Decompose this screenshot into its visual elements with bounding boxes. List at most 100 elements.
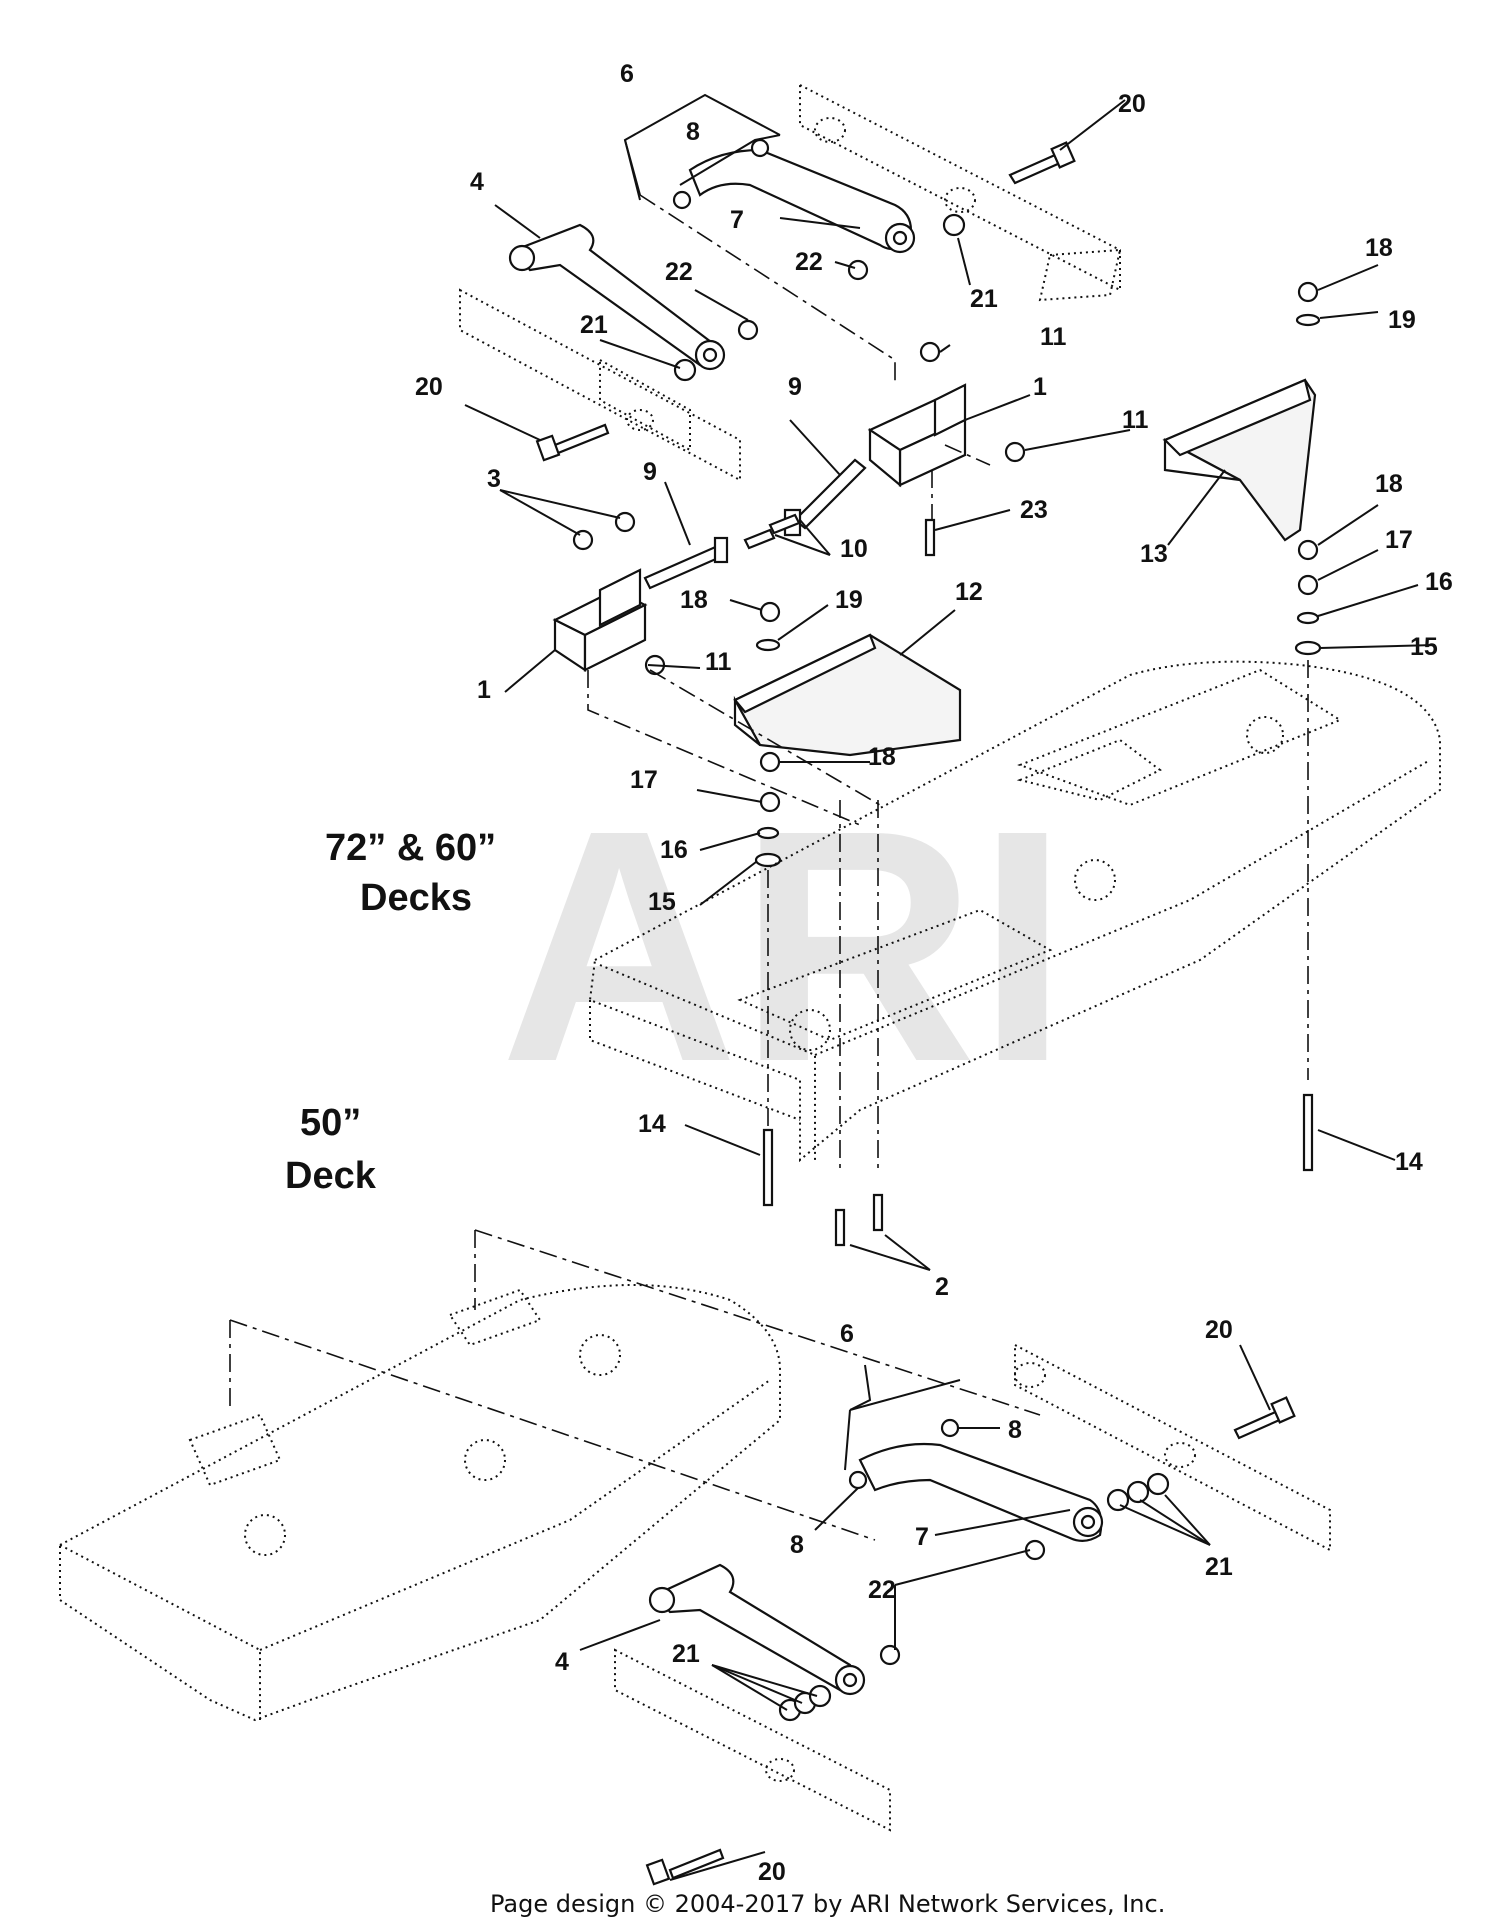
callout-6: 6 [840,1320,854,1348]
callout-9: 9 [788,373,802,401]
callout-16: 16 [1425,568,1453,596]
callout-4: 4 [470,168,484,196]
callout-7: 7 [730,206,744,234]
washer-21-upper-left [673,358,697,382]
frame-rail-upper-right [799,83,1122,302]
bolt-20-lower-left [645,1848,725,1886]
callout-8: 8 [790,1531,804,1559]
callout-2: 2 [935,1273,949,1301]
leader-lines [464,93,1436,1881]
nut-11-b [1004,441,1026,463]
alignment-lines-upper [587,194,1309,1170]
nut-18-right-top [1297,281,1319,303]
washer-19-mid [755,638,781,652]
callout-19: 19 [1388,306,1416,334]
washer-19-right [1295,313,1321,327]
callout-18: 18 [1365,234,1393,262]
callout-16: 16 [660,836,688,864]
arm-part-7-upper [672,138,916,254]
deck-label-large: 72” & 60” Decks [325,827,496,919]
deck-label-small: 50” Deck [285,1102,377,1197]
washer-15-right [1294,640,1322,656]
callout-17: 17 [630,766,658,794]
mower-deck-50 [59,1284,781,1722]
arm-part-7-lower [848,1418,1104,1542]
callout-21: 21 [672,1640,700,1668]
callout-11: 11 [705,648,732,676]
callout-13: 13 [1140,540,1168,568]
nut-18-mid [759,601,781,623]
callout-17: 17 [1385,526,1413,554]
nut-18-mid-low [759,751,781,773]
watermark: ARI [500,761,1068,1130]
frame-rail-lower-left [614,1648,891,1832]
bolt-20-upper-left [535,423,610,462]
deck-label-small-line1: 50” [300,1102,361,1144]
bolt-14-right [1302,1093,1314,1172]
pin-part-9-lower [643,536,729,590]
bolt-20-lower-right [1233,1396,1296,1440]
arm-part-4-upper [508,223,726,371]
cover-part-12 [733,633,962,757]
arm-part-4-lower [648,1563,866,1696]
callouts: 6 8 20 4 7 22 21 22 21 18 19 11 20 9 1 1… [415,60,1453,1886]
callout-19: 19 [835,586,863,614]
bolt-10-a [743,528,776,550]
nut-17-mid [759,791,781,813]
callout-20: 20 [415,373,443,401]
mower-deck-72-60 [588,660,1441,1163]
bolt-14-left [762,1128,774,1207]
callout-21: 21 [1205,1553,1233,1581]
nut-22-lower [1024,1539,1046,1561]
alignment-lines-lower [229,1229,1041,1541]
callout-9: 9 [643,458,657,486]
callout-1: 1 [1033,373,1047,401]
callout-8: 8 [686,118,700,146]
bolt-2-a [834,1208,846,1247]
callout-18: 18 [1375,470,1403,498]
deck-label-small-line2: Deck [285,1155,377,1197]
callout-7: 7 [915,1523,929,1551]
nut-22-lower-left [879,1644,901,1666]
callout-18: 18 [868,743,896,771]
callout-14: 14 [638,1110,666,1138]
callout-20: 20 [1205,1316,1233,1344]
callout-4: 4 [555,1648,569,1676]
callout-8: 8 [1008,1416,1022,1444]
bolt-10-b [768,513,801,535]
washers-21-lower-left [778,1684,832,1722]
nut-3-a [572,529,594,551]
cover-part-13 [1162,378,1317,542]
callout-23: 23 [1020,496,1048,524]
deck-label-large-line2: Decks [360,877,472,919]
callout-12: 12 [955,578,983,606]
callout-21: 21 [970,285,998,313]
callout-20: 20 [1118,90,1146,118]
deck-label-large-line1: 72” & 60” [325,827,496,869]
callout-15: 15 [1410,633,1438,661]
nut-17-right [1297,574,1319,596]
callout-22: 22 [665,258,693,286]
washer-15-mid [754,852,782,868]
callout-14: 14 [1395,1148,1423,1176]
bolt-23 [924,518,936,557]
callout-1: 1 [477,676,491,704]
frame-rail-upper-left [459,288,741,482]
callout-20: 20 [758,1858,786,1886]
bracket-part-1-lower [552,568,648,673]
frame-rail-lower-right [1014,1343,1331,1552]
footer-copyright: Page design © 2004-2017 by ARI Network S… [490,1890,1165,1918]
callout-21: 21 [580,311,608,339]
bolt-2-b [872,1193,884,1232]
nut-22-upper-left [737,319,759,341]
callout-6: 6 [620,60,634,88]
nut-11-a [919,341,941,363]
callout-11: 11 [1122,406,1149,434]
callout-22: 22 [795,248,823,276]
washer-16-mid [756,826,780,840]
callout-11: 11 [1040,323,1067,351]
callout-22: 22 [868,1576,896,1604]
bolt-20-upper [1008,141,1076,185]
callout-18: 18 [680,586,708,614]
